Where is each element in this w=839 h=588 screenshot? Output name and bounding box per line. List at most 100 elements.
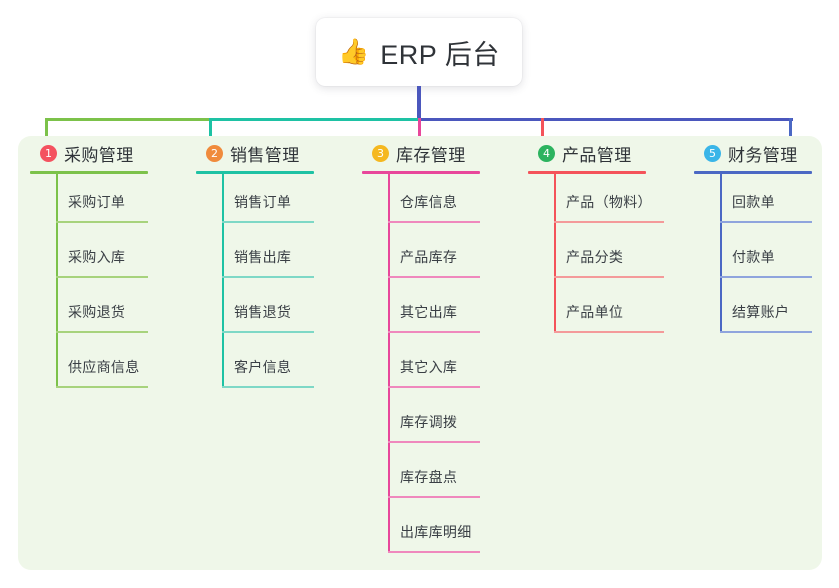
connector-bar-mid bbox=[210, 118, 419, 121]
branch-title: 财务管理 bbox=[728, 145, 798, 165]
branch-item-label: 产品库存 bbox=[400, 249, 458, 265]
branch-item-underline bbox=[222, 221, 314, 223]
branch-item-label: 产品分类 bbox=[566, 249, 624, 265]
branch-index-badge: 3 bbox=[372, 144, 389, 162]
branch-item[interactable]: 销售订单 bbox=[196, 174, 314, 229]
branch-item-label: 其它出库 bbox=[400, 304, 458, 320]
root-node-content: 👍 ERP 后台 bbox=[338, 33, 500, 72]
branch-items: 销售订单销售出库销售退货客户信息 bbox=[196, 174, 314, 394]
branch-item[interactable]: 产品（物料） bbox=[528, 174, 664, 229]
branch-item-label: 销售退货 bbox=[234, 304, 292, 320]
branch-item[interactable]: 销售退货 bbox=[196, 284, 314, 339]
branch-item-underline bbox=[56, 221, 148, 223]
connector-bar-left bbox=[46, 118, 210, 121]
branch-title: 销售管理 bbox=[230, 145, 300, 165]
branch-item[interactable]: 其它入库 bbox=[362, 339, 480, 394]
branch-item-label: 产品单位 bbox=[566, 304, 624, 320]
branch-item-label: 库存盘点 bbox=[400, 469, 458, 485]
branch-items: 回款单付款单结算账户 bbox=[694, 174, 812, 339]
branch-trunk-line bbox=[388, 174, 390, 553]
root-stem-line bbox=[417, 86, 421, 121]
branch-item[interactable]: 结算账户 bbox=[694, 284, 812, 339]
branch-header-4[interactable]: 4 产品管理 bbox=[528, 140, 646, 166]
branch-item-label: 采购入库 bbox=[68, 249, 126, 265]
branch-column-2: 2 销售管理销售订单销售出库销售退货客户信息 bbox=[196, 140, 314, 394]
branch-item[interactable]: 产品分类 bbox=[528, 229, 664, 284]
branch-item-underline bbox=[554, 221, 664, 223]
branch-item[interactable]: 产品单位 bbox=[528, 284, 664, 339]
branch-item-underline bbox=[222, 331, 314, 333]
branch-column-3: 3 库存管理仓库信息产品库存其它出库其它入库库存调拨库存盘点出库库明细 bbox=[362, 140, 480, 559]
branch-item-underline bbox=[720, 276, 812, 278]
branch-item-underline bbox=[388, 496, 480, 498]
branch-item-underline bbox=[388, 221, 480, 223]
branch-title-underline bbox=[196, 171, 314, 174]
branch-index-badge: 5 bbox=[704, 144, 721, 162]
branch-items: 产品（物料） 产品分类产品单位 bbox=[528, 174, 664, 339]
branch-item[interactable]: 库存调拨 bbox=[362, 394, 480, 449]
branch-item-label: 产品（物料） bbox=[566, 194, 652, 210]
branch-item[interactable]: 产品库存 bbox=[362, 229, 480, 284]
branch-item[interactable]: 出库库明细 bbox=[362, 504, 480, 559]
branch-item-underline bbox=[388, 276, 480, 278]
branch-item[interactable]: 其它出库 bbox=[362, 284, 480, 339]
branch-index-badge: 4 bbox=[538, 144, 555, 162]
branch-index-badge: 1 bbox=[40, 144, 57, 162]
branch-item[interactable]: 仓库信息 bbox=[362, 174, 480, 229]
branch-item-label: 采购退货 bbox=[68, 304, 126, 320]
root-node[interactable]: 👍 ERP 后台 bbox=[316, 18, 522, 86]
branch-title: 产品管理 bbox=[562, 145, 632, 165]
branch-item-label: 结算账户 bbox=[732, 304, 790, 320]
branch-item-label: 客户信息 bbox=[234, 359, 292, 375]
branch-item-label: 仓库信息 bbox=[400, 194, 458, 210]
branch-item[interactable]: 销售出库 bbox=[196, 229, 314, 284]
branch-item-underline bbox=[554, 276, 664, 278]
branch-item-underline bbox=[388, 331, 480, 333]
branch-index-badge: 2 bbox=[206, 144, 223, 162]
branch-item-underline bbox=[554, 331, 664, 333]
branch-trunk-line bbox=[222, 174, 224, 388]
branch-items: 仓库信息产品库存其它出库其它入库库存调拨库存盘点出库库明细 bbox=[362, 174, 480, 559]
branch-header-5[interactable]: 5 财务管理 bbox=[694, 140, 812, 166]
root-node-title: ERP 后台 bbox=[380, 39, 500, 70]
branch-item-label: 付款单 bbox=[732, 249, 775, 265]
branch-item-underline bbox=[56, 276, 148, 278]
branch-title-underline bbox=[30, 171, 148, 174]
branch-item-label: 采购订单 bbox=[68, 194, 126, 210]
branch-item-underline bbox=[720, 221, 812, 223]
branch-trunk-line bbox=[56, 174, 58, 388]
branch-item-label: 供应商信息 bbox=[68, 359, 140, 375]
branch-item[interactable]: 库存盘点 bbox=[362, 449, 480, 504]
branch-item[interactable]: 供应商信息 bbox=[30, 339, 148, 394]
branch-item-underline bbox=[56, 331, 148, 333]
branch-item-underline bbox=[388, 441, 480, 443]
branch-item-label: 回款单 bbox=[732, 194, 775, 210]
branch-item[interactable]: 付款单 bbox=[694, 229, 812, 284]
thumbs-up-icon: 👍 bbox=[338, 37, 370, 66]
branch-header-2[interactable]: 2 销售管理 bbox=[196, 140, 314, 166]
branch-item-underline bbox=[222, 276, 314, 278]
branch-title-underline bbox=[528, 171, 646, 174]
branch-items: 采购订单采购入库采购退货供应商信息 bbox=[30, 174, 148, 394]
branch-item-label: 库存调拨 bbox=[400, 414, 458, 430]
branch-trunk-line bbox=[554, 174, 556, 333]
branch-item-label: 销售订单 bbox=[234, 194, 292, 210]
branch-title: 库存管理 bbox=[396, 145, 466, 165]
branch-item-underline bbox=[56, 386, 148, 388]
branch-header-3[interactable]: 3 库存管理 bbox=[362, 140, 480, 166]
branch-item-label: 其它入库 bbox=[400, 359, 458, 375]
branch-trunk-line bbox=[720, 174, 722, 333]
branch-column-4: 4 产品管理产品（物料） 产品分类产品单位 bbox=[528, 140, 664, 339]
branch-column-5: 5 财务管理回款单付款单结算账户 bbox=[694, 140, 812, 339]
branch-item-label: 出库库明细 bbox=[400, 524, 472, 540]
branch-item[interactable]: 采购入库 bbox=[30, 229, 148, 284]
branch-item[interactable]: 采购退货 bbox=[30, 284, 148, 339]
branch-item[interactable]: 客户信息 bbox=[196, 339, 314, 394]
branch-title-underline bbox=[694, 171, 812, 174]
branch-item[interactable]: 回款单 bbox=[694, 174, 812, 229]
branch-item-label: 销售出库 bbox=[234, 249, 292, 265]
branch-item[interactable]: 采购订单 bbox=[30, 174, 148, 229]
